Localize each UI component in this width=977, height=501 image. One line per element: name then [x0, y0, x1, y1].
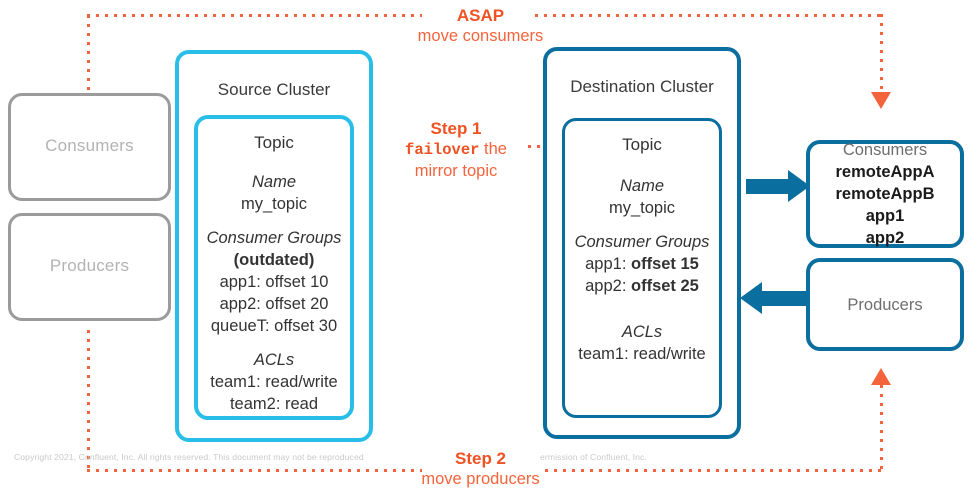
asap-text: move consumers: [417, 27, 544, 45]
step2-arrowhead-up-icon: [871, 368, 891, 385]
destination-topic-box[interactable]: Topic Name my_topic Consumer Groups app1…: [562, 118, 722, 418]
arrow-shaft: [746, 179, 790, 194]
source-acl-row: team1: read/write: [210, 373, 338, 391]
arrow-head: [740, 282, 762, 314]
left-producers-box[interactable]: Producers: [8, 213, 171, 321]
destination-consumer-group-offset: offset 25: [631, 277, 699, 295]
asap-dotted-line-left-vertical: [87, 15, 90, 93]
destination-consumer-groups-label: Consumer Groups: [574, 233, 710, 251]
consumers-flow-arrow-right-icon: [746, 170, 810, 202]
spacer-3: [565, 219, 719, 231]
source-consumer-groups-note: (outdated): [233, 251, 315, 269]
spacer-2: [198, 337, 350, 349]
destination-topic-details: Name my_topic Consumer Groups app1: offs…: [565, 175, 719, 365]
right-consumers-item: app1: [865, 207, 905, 225]
step2-dotted-line-left-vertical: [87, 330, 90, 471]
footer-copyright-left: Copyright 2021, Confluent, Inc. All righ…: [14, 452, 364, 462]
destination-cluster-title: Destination Cluster: [570, 77, 714, 96]
right-consumers-item: app2: [865, 229, 905, 247]
step1-text-after-code: the: [479, 140, 507, 158]
producers-flow-arrow-left-icon: [740, 282, 806, 314]
destination-acl-row: team1: read/write: [578, 345, 706, 363]
right-producers-content: Producers: [810, 294, 960, 316]
step1-code: failover: [405, 141, 480, 159]
spacer-1: [198, 215, 350, 227]
right-consumers-heading: Consumers: [842, 141, 928, 159]
left-consumers-box[interactable]: Consumers: [8, 93, 171, 201]
step2-dotted-line-bottom-horizontal: [87, 469, 422, 472]
destination-consumer-group-app: app2:: [585, 277, 631, 295]
spacer-4: [565, 297, 719, 309]
destination-topic-name-value: my_topic: [608, 199, 676, 217]
source-consumer-groups-label: Consumer Groups: [206, 229, 342, 247]
destination-consumer-group-row: app1: offset 15: [565, 253, 719, 275]
source-cluster-title: Source Cluster: [217, 80, 331, 99]
right-consumers-box[interactable]: Consumers remoteAppA remoteAppB app1 app…: [806, 140, 964, 248]
destination-consumer-group-row: app2: offset 25: [565, 275, 719, 297]
right-consumers-item: remoteAppB: [835, 185, 935, 203]
left-producers-label: Producers: [49, 256, 130, 275]
step2-text: move producers: [421, 470, 540, 488]
asap-dotted-line-right-vertical: [880, 14, 883, 94]
arrow-head: [788, 170, 810, 202]
source-topic-box[interactable]: Topic Name my_topic Consumer Groups (out…: [194, 115, 354, 420]
right-consumers-content: Consumers remoteAppA remoteAppB app1 app…: [810, 139, 960, 249]
source-acls-label: ACLs: [253, 351, 295, 369]
destination-consumer-group-app: app1:: [585, 255, 631, 273]
asap-heading: ASAP: [456, 6, 505, 25]
source-topic-details: Name my_topic Consumer Groups (outdated)…: [198, 171, 350, 415]
asap-arrowhead-down-icon: [871, 92, 891, 109]
source-topic-name-label: Name: [251, 173, 296, 191]
source-acl-row: team2: read: [229, 395, 319, 413]
source-consumer-group-row: app1: offset 10: [219, 273, 329, 291]
source-topic-title: Topic: [254, 133, 294, 152]
footer-copyright-right: ermission of Confluent, Inc.: [540, 452, 647, 462]
step2-heading: Step 2: [454, 449, 507, 468]
step1-line2: mirror topic: [414, 162, 498, 180]
left-consumers-label: Consumers: [45, 136, 134, 155]
arrow-shaft: [762, 291, 806, 306]
step2-dotted-line-right-vertical: [880, 385, 883, 471]
destination-acls-label: ACLs: [621, 323, 663, 341]
right-producers-box[interactable]: Producers: [806, 258, 964, 351]
destination-topic-title: Topic: [622, 135, 662, 154]
step1-annotation: Step 1 failover the mirror topic: [386, 118, 526, 182]
step2-dotted-line-bottom-horizontal-right: [545, 469, 883, 472]
step2-annotation: Step 2 move producers: [383, 448, 578, 490]
source-consumer-group-row: app2: offset 20: [219, 295, 329, 313]
asap-annotation: ASAP move consumers: [383, 5, 578, 47]
right-consumers-item: remoteAppA: [835, 163, 935, 181]
asap-dotted-line-top-horizontal-right: [535, 14, 883, 17]
destination-topic-name-label: Name: [619, 177, 664, 195]
destination-consumer-group-offset: offset 15: [631, 255, 699, 273]
spacer-5: [565, 309, 719, 321]
asap-dotted-line-top-horizontal: [87, 14, 422, 17]
step1-heading: Step 1: [430, 119, 482, 138]
source-consumer-group-row: queueT: offset 30: [210, 317, 338, 335]
source-topic-name-value: my_topic: [240, 195, 308, 213]
right-producers-heading: Producers: [847, 295, 923, 314]
